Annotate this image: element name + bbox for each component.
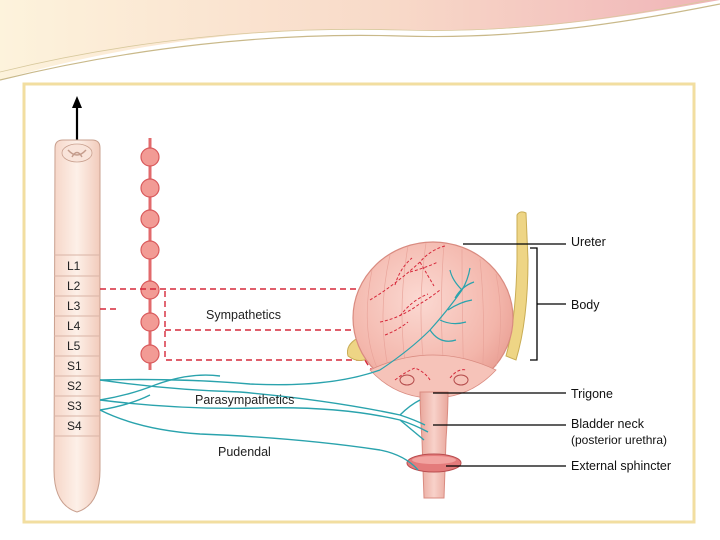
sympathetics-label: Sympathetics [206,308,281,322]
ureter-label: Ureter [571,235,606,249]
bladder-neck-label: Bladder neck [571,417,645,431]
segment-label-s2: S2 [67,379,82,393]
decorative-banner [0,0,720,80]
segment-label-l4: L4 [67,319,81,333]
bladder-neck-sub-label: (posterior urethra) [571,433,667,447]
pudendal-label: Pudendal [218,445,271,459]
segment-label-l3: L3 [67,299,81,313]
body-label: Body [571,298,600,312]
spinal-segment-labels: L1 L2 L3 L4 L5 S1 S2 S3 S4 [67,259,82,433]
segment-label-l1: L1 [67,259,81,273]
bladder [353,242,513,398]
segment-label-l5: L5 [67,339,81,353]
trigone-label: Trigone [571,387,613,401]
segment-label-s3: S3 [67,399,82,413]
parasympathetics-label: Parasympathetics [195,393,294,407]
segment-label-s4: S4 [67,419,82,433]
segment-label-l2: L2 [67,279,81,293]
external-sphincter-label: External sphincter [571,459,671,473]
segment-label-s1: S1 [67,359,82,373]
